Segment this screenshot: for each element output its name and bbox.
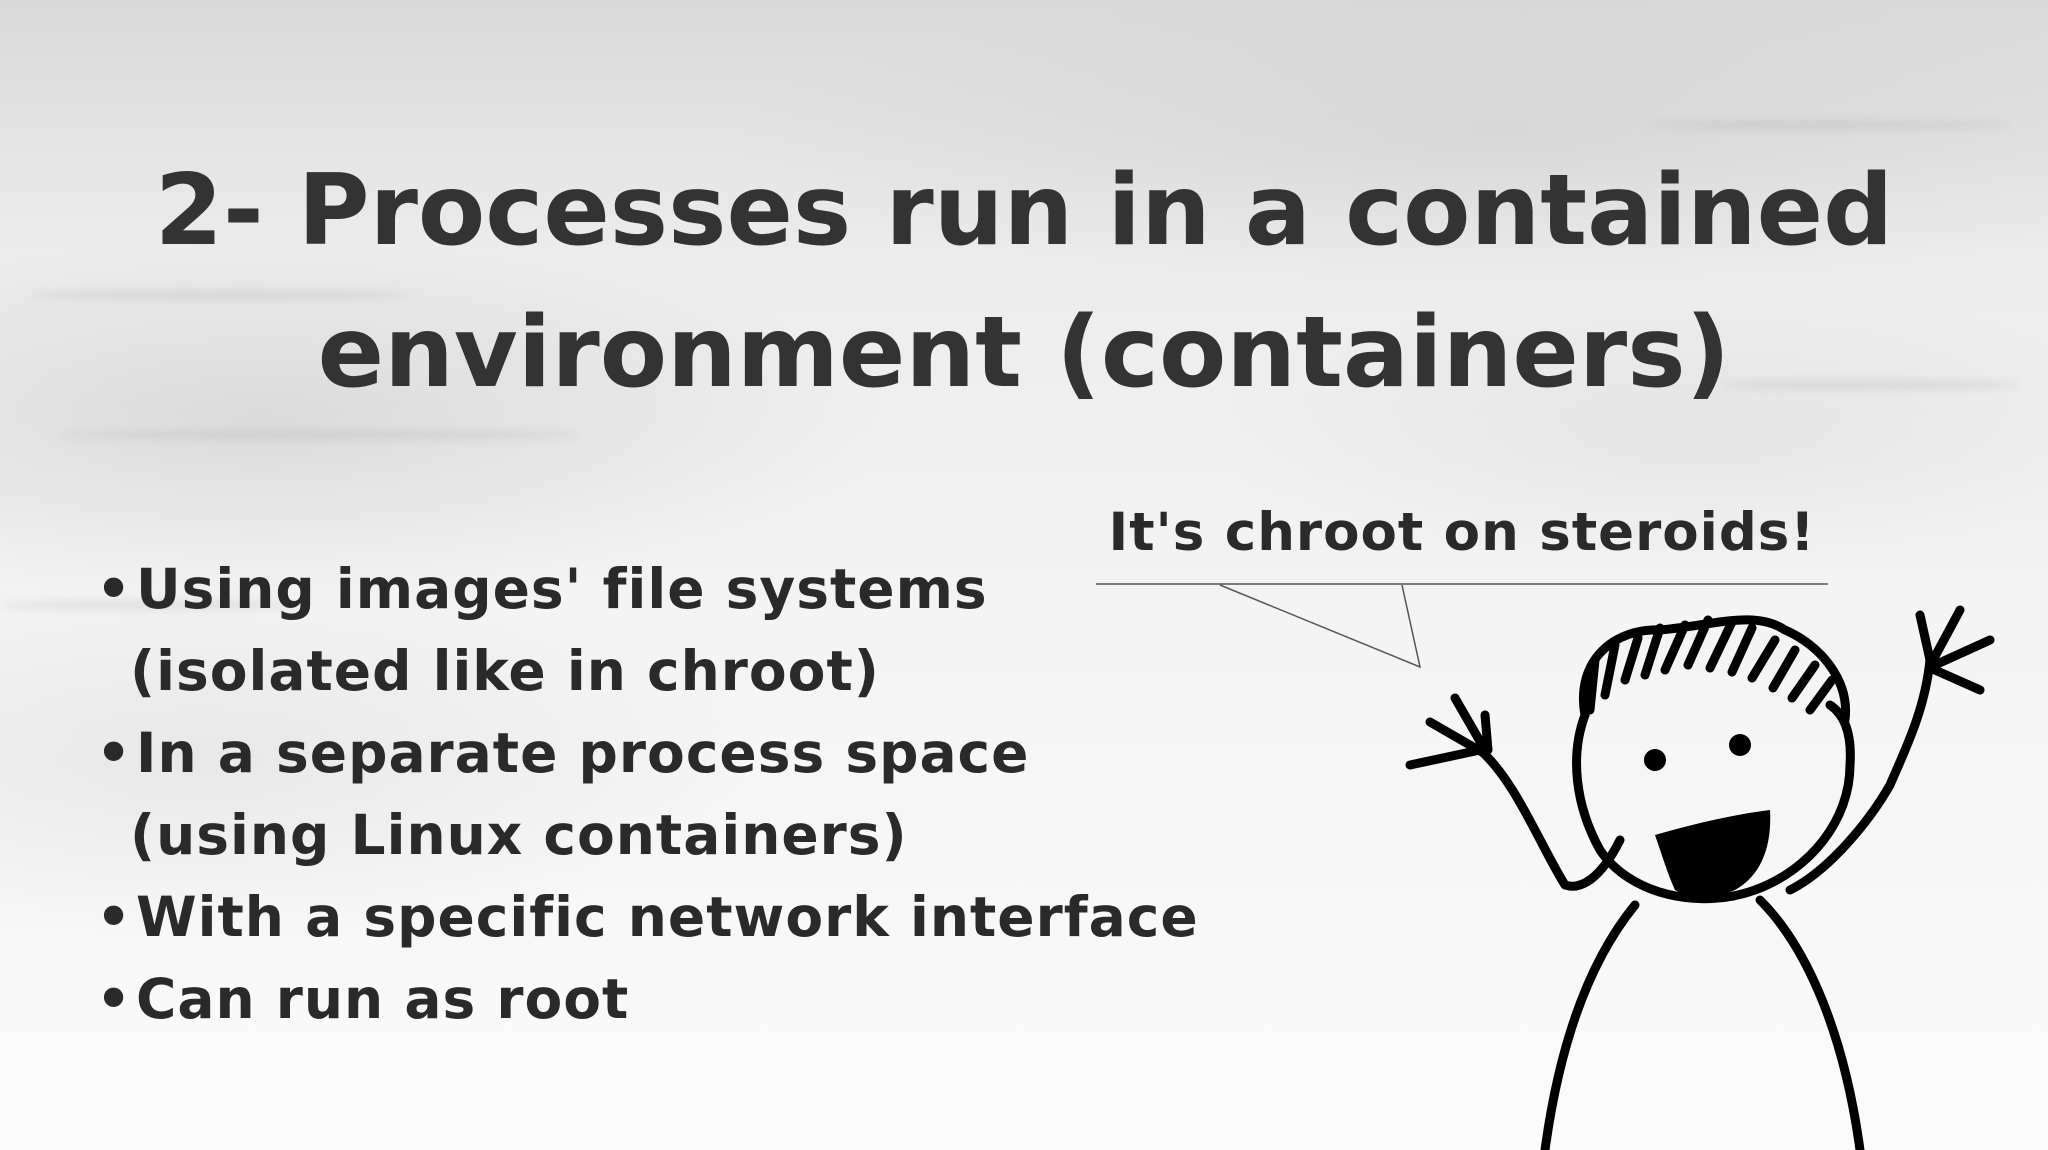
bullet-text-continuation: (isolated like in chroot) bbox=[130, 639, 880, 703]
bullet-list: •Using images' file systems (isolated li… bbox=[96, 548, 1199, 1040]
bullet-text-continuation: (using Linux containers) bbox=[130, 803, 908, 867]
bullet-item: •Can run as root bbox=[96, 958, 1199, 1040]
background-cloud-streak bbox=[30, 290, 410, 300]
bullet-dot-icon: • bbox=[96, 557, 133, 621]
background-cloud-streak bbox=[60, 430, 580, 440]
bullet-item: •With a specific network interface bbox=[96, 876, 1199, 958]
background-cloud-streak bbox=[0, 600, 300, 610]
background-cloud-streak bbox=[1720, 380, 2020, 390]
slide-title-line-2: environment (containers) bbox=[317, 296, 1731, 410]
bullet-dot-icon: • bbox=[96, 721, 133, 785]
slide-title-line-1: 2- Processes run in a contained bbox=[154, 154, 1894, 268]
slide-title: 2- Processes run in a contained environm… bbox=[0, 140, 2048, 424]
stick-figure-cheering-icon bbox=[1405, 605, 1995, 1150]
bullet-item: •In a separate process space (using Linu… bbox=[96, 712, 1199, 876]
bullet-text: Using images' file systems bbox=[136, 557, 988, 621]
bullet-text: In a separate process space bbox=[136, 721, 1030, 785]
bullet-dot-icon: • bbox=[96, 885, 133, 949]
background-cloud-streak bbox=[1650, 120, 2010, 130]
bullet-text: Can run as root bbox=[136, 967, 630, 1031]
speech-bubble-text: It's chroot on steroids! bbox=[1108, 502, 1816, 563]
speech-bubble-outline bbox=[1096, 583, 1828, 669]
bullet-item: •Using images' file systems (isolated li… bbox=[96, 548, 1199, 712]
bullet-dot-icon: • bbox=[96, 967, 133, 1031]
bullet-text: With a specific network interface bbox=[136, 885, 1199, 949]
